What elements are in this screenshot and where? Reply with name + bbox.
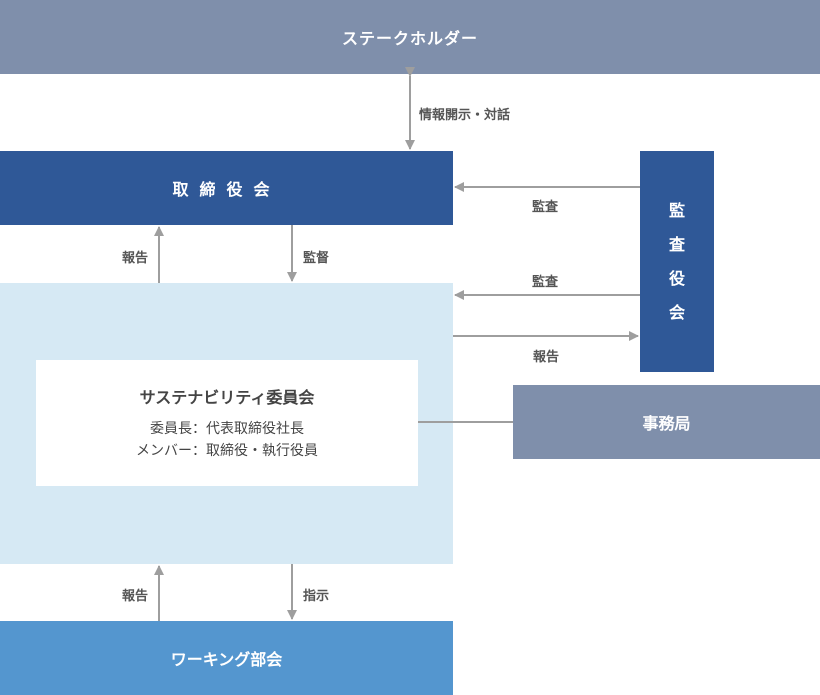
working-group-box: ワーキング部会 [0, 621, 453, 695]
board-of-directors-box: 取締役会 [0, 151, 453, 225]
committee-instruct-label: 指示 [303, 589, 330, 604]
audit-board-char: 役 [668, 268, 685, 288]
board-audit-label: 監査 [532, 200, 559, 215]
working-report-label: 報告 [122, 589, 149, 604]
stakeholder-box: ステークホルダー [0, 0, 820, 74]
secretariat-box: 事務局 [513, 385, 820, 459]
audit-board-char: 査 [668, 234, 685, 254]
committee-title: サステナビリティ委員会 [139, 388, 315, 407]
sustainability-committee-card: サステナビリティ委員会 委員長：代表取締役社長 メンバー：取締役・執行役員 [36, 360, 418, 486]
audit-board-char: 監 [668, 200, 685, 220]
board-supervise-label: 監督 [303, 251, 330, 266]
audit-board-box: 監 査 役 会 [640, 151, 714, 372]
disclosure-label: 情報開示・対話 [419, 108, 511, 123]
auditor-report-label: 報告 [533, 350, 560, 365]
audit-board-char: 会 [668, 302, 685, 322]
committee-chair: 委員長：代表取締役社長 [150, 421, 304, 437]
committee-audit-label: 監査 [532, 275, 559, 290]
committee-members: メンバー：取締役・執行役員 [136, 443, 318, 459]
committee-report-label: 報告 [122, 251, 149, 266]
